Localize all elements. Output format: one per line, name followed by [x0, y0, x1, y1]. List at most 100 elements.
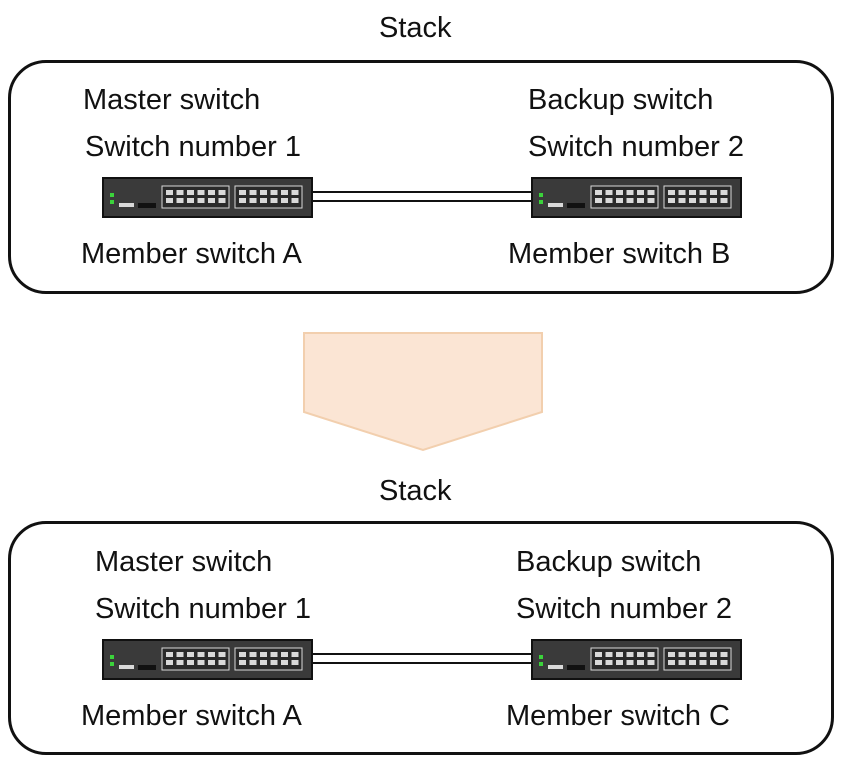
ethernet-port	[626, 190, 634, 195]
ethernet-port	[689, 190, 696, 195]
ethernet-port	[605, 198, 613, 203]
ethernet-port	[187, 660, 194, 665]
ethernet-port	[605, 652, 613, 657]
top-right-number-label: Switch number 2	[528, 131, 744, 163]
ethernet-port	[291, 652, 299, 657]
ethernet-port	[197, 660, 205, 665]
ethernet-port	[176, 660, 184, 665]
ethernet-port	[176, 190, 184, 195]
switch-led	[110, 193, 114, 197]
bottom-stack-cable	[312, 653, 532, 664]
ethernet-port	[249, 652, 257, 657]
ethernet-port	[239, 660, 246, 665]
port-block	[234, 647, 303, 671]
ethernet-port	[291, 198, 299, 203]
ethernet-port	[637, 190, 644, 195]
ethernet-port	[260, 660, 267, 665]
ethernet-port	[208, 660, 215, 665]
ethernet-port	[710, 652, 717, 657]
ethernet-port	[270, 198, 278, 203]
ethernet-port	[281, 198, 288, 203]
ethernet-port	[637, 660, 644, 665]
ethernet-port	[689, 660, 696, 665]
top-left-member-label: Member switch A	[81, 238, 302, 270]
ethernet-port	[218, 198, 226, 203]
ethernet-port	[720, 198, 728, 203]
ethernet-port	[208, 190, 215, 195]
ethernet-port	[616, 198, 623, 203]
ethernet-port	[647, 198, 655, 203]
ethernet-port	[260, 652, 267, 657]
switch-icon	[531, 177, 742, 218]
port-block	[663, 647, 732, 671]
ethernet-port	[647, 652, 655, 657]
usb-port	[567, 665, 585, 670]
ethernet-port	[176, 652, 184, 657]
ethernet-port	[678, 652, 686, 657]
usb-port	[567, 203, 585, 208]
ethernet-port	[616, 190, 623, 195]
ethernet-port	[720, 190, 728, 195]
top-right-member-label: Member switch B	[508, 238, 731, 270]
ethernet-port	[239, 652, 246, 657]
ethernet-port	[208, 652, 215, 657]
top-stack-cable	[312, 191, 532, 202]
ethernet-port	[595, 190, 602, 195]
ethernet-port	[637, 652, 644, 657]
ethernet-port	[595, 198, 602, 203]
switch-led	[539, 193, 543, 197]
port-block	[161, 647, 230, 671]
console-port	[119, 665, 134, 669]
ethernet-port	[720, 660, 728, 665]
ethernet-port	[668, 660, 675, 665]
top-left-number-label: Switch number 1	[85, 131, 301, 163]
ethernet-port	[249, 660, 257, 665]
ethernet-port	[710, 190, 717, 195]
ethernet-port	[260, 190, 267, 195]
ethernet-port	[699, 198, 707, 203]
ethernet-port	[166, 190, 173, 195]
switch-led	[110, 662, 114, 666]
ethernet-port	[637, 198, 644, 203]
top-stack-box	[8, 60, 834, 294]
ethernet-port	[176, 198, 184, 203]
ethernet-port	[270, 652, 278, 657]
ethernet-port	[166, 652, 173, 657]
ethernet-port	[616, 660, 623, 665]
bottom-right-member-label: Member switch C	[506, 700, 730, 732]
ethernet-port	[668, 652, 675, 657]
ethernet-port	[647, 660, 655, 665]
port-block	[590, 647, 659, 671]
ethernet-port	[291, 660, 299, 665]
usb-port	[138, 203, 156, 208]
bottom-left-role-label: Master switch	[95, 546, 273, 578]
switch-led	[539, 662, 543, 666]
ethernet-port	[689, 652, 696, 657]
switch-led	[539, 200, 543, 204]
ethernet-port	[187, 198, 194, 203]
top-left-role-label: Master switch	[83, 84, 261, 116]
bottom-right-role-label: Backup switch	[516, 546, 702, 578]
switch-led	[110, 200, 114, 204]
ethernet-port	[281, 190, 288, 195]
ethernet-port	[626, 660, 634, 665]
bottom-right-number-label: Switch number 2	[516, 593, 732, 625]
ethernet-port	[239, 190, 246, 195]
port-block	[161, 185, 230, 209]
ethernet-port	[689, 198, 696, 203]
bottom-left-member-label: Member switch A	[81, 700, 302, 732]
ethernet-port	[281, 660, 288, 665]
switch-icon	[102, 639, 313, 680]
top-right-role-label: Backup switch	[528, 84, 714, 116]
ethernet-port	[710, 198, 717, 203]
ethernet-port	[626, 198, 634, 203]
ethernet-port	[647, 190, 655, 195]
ethernet-port	[249, 198, 257, 203]
ethernet-port	[720, 652, 728, 657]
ethernet-port	[208, 198, 215, 203]
ethernet-port	[270, 190, 278, 195]
switch-icon	[531, 639, 742, 680]
down-arrow-icon	[303, 332, 543, 452]
ethernet-port	[218, 652, 226, 657]
ethernet-port	[699, 652, 707, 657]
